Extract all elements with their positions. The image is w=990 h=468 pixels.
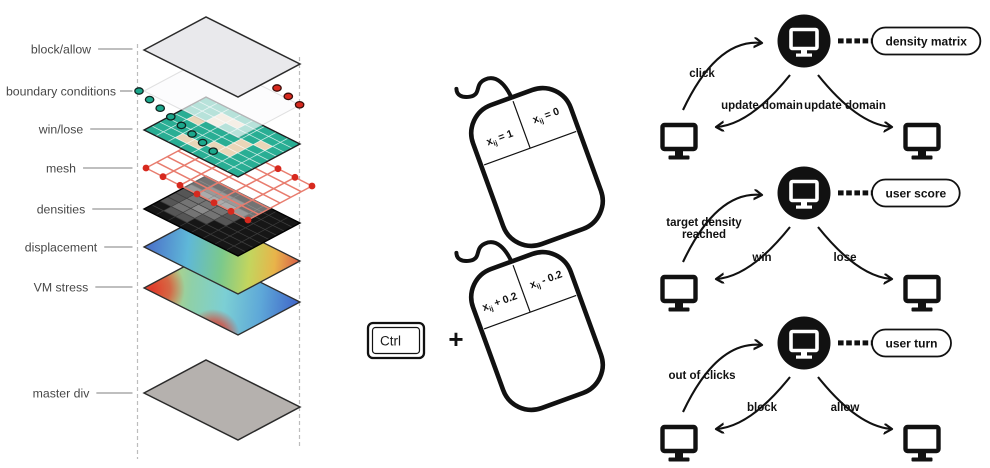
dash-connector: [846, 190, 852, 196]
dash-connector: [846, 340, 852, 346]
ctrl-key: Ctrl: [366, 321, 426, 360]
mouse-right-button-label: xij = 0: [531, 105, 562, 127]
mesh-node-dot: [291, 173, 299, 181]
boundary-dot-teal: [134, 87, 144, 95]
arrow-out-right: [817, 74, 892, 127]
server-monitor-icon: [789, 27, 819, 57]
stack-label-mesh: mesh: [46, 162, 76, 176]
plus-sign: +: [448, 324, 463, 354]
arrow-out-left: [716, 74, 791, 127]
ctrl-key-label: Ctrl: [380, 334, 401, 349]
layer-densities: [142, 175, 302, 257]
stack-label-master-div: master div: [33, 387, 91, 401]
boundary-dot-red: [283, 92, 294, 101]
mesh-node-dot: [176, 181, 184, 189]
badge-pill: [871, 328, 952, 358]
boundary-dot-teal: [155, 104, 166, 113]
server-monitor-icon: [789, 329, 819, 359]
stack-label-VM-stress: VM stress: [34, 281, 89, 295]
stack-label-block-allow: block/allow: [31, 43, 91, 57]
mesh-node-dot: [159, 173, 167, 181]
server-monitor-icon: [789, 179, 819, 209]
mouse-body: [468, 85, 606, 249]
client-monitor-left: [660, 424, 698, 462]
arrow-out-right: [817, 376, 892, 429]
dash-connector: [838, 340, 844, 346]
arrow-up: [682, 43, 762, 111]
dash-connector: [838, 190, 844, 196]
client-monitor-right: [903, 424, 941, 462]
stack-label-boundary-conditions: boundary conditions: [6, 85, 116, 99]
boundary-dot-red: [272, 84, 282, 92]
mouse-cable: [454, 240, 515, 267]
mesh-node-dot: [308, 182, 316, 190]
badge-label: density matrix: [886, 34, 968, 48]
out-right-label: lose: [833, 252, 856, 264]
mouse-primary: xij = 1 xij = 0: [454, 76, 606, 249]
out-right-label: update domain: [804, 100, 886, 112]
mesh-node-dot: [227, 207, 235, 215]
boundary-dot-teal: [176, 121, 187, 130]
client-monitor-left: [660, 122, 698, 160]
mesh-node-dot: [142, 164, 150, 172]
dash-connector: [862, 340, 869, 346]
mouse-cable: [454, 76, 515, 103]
arrow-out-right: [817, 226, 892, 279]
arrow-out-left: [716, 226, 791, 279]
arrow-up: [682, 195, 762, 263]
stack-label-displacement: displacement: [25, 241, 98, 255]
dash-connector: [854, 38, 860, 44]
dash-connector: [846, 38, 852, 44]
incoming-label: reached: [682, 229, 726, 241]
client-monitor-right: [903, 274, 941, 312]
dash-connector: [854, 190, 860, 196]
stack-label-densities: densities: [37, 203, 86, 217]
boundary-dot-teal: [197, 138, 208, 147]
dash-connector: [862, 38, 869, 44]
incoming-label: target density: [666, 217, 742, 229]
mesh-node-dot: [193, 190, 201, 198]
mouse-body: [468, 249, 606, 413]
mouse-left-button-label: xij = 1: [485, 128, 516, 150]
client-monitor-left: [660, 274, 698, 312]
out-left-label: win: [751, 252, 771, 264]
dash-connector: [854, 340, 860, 346]
dash-connector: [862, 190, 869, 196]
badge-label: user score: [886, 186, 947, 200]
layer-stack: block/allow boundary conditions win/lose me…: [6, 16, 316, 459]
mesh-node-dot: [210, 199, 218, 207]
layer-master-div: [142, 359, 302, 441]
incoming-label: out of clicks: [668, 370, 735, 382]
layer-block-allow: [142, 16, 302, 98]
client-monitor-right: [903, 122, 941, 160]
badge-label: user turn: [886, 336, 938, 350]
incoming-label: click: [689, 68, 715, 80]
boundary-dot-teal: [144, 95, 155, 104]
out-left-label: block: [747, 402, 778, 414]
boundary-dot-red: [294, 100, 305, 109]
out-right-label: allow: [831, 402, 860, 414]
boundary-dot-teal: [208, 147, 219, 156]
badge-pill: [871, 178, 961, 208]
mesh-node-dot: [274, 165, 282, 173]
flow-user-turn: user turn out of clicks block allow: [660, 316, 952, 462]
arrow-up: [682, 345, 762, 413]
mesh-node-dot: [244, 216, 252, 224]
dash-connector: [838, 38, 844, 44]
out-left-label: update domain: [721, 100, 803, 112]
badge-pill: [871, 26, 982, 56]
arrow-out-left: [716, 376, 791, 429]
stack-label-win-lose: win/lose: [38, 123, 84, 137]
boundary-dot-teal: [187, 130, 197, 138]
boundary-dot-teal: [165, 112, 176, 121]
